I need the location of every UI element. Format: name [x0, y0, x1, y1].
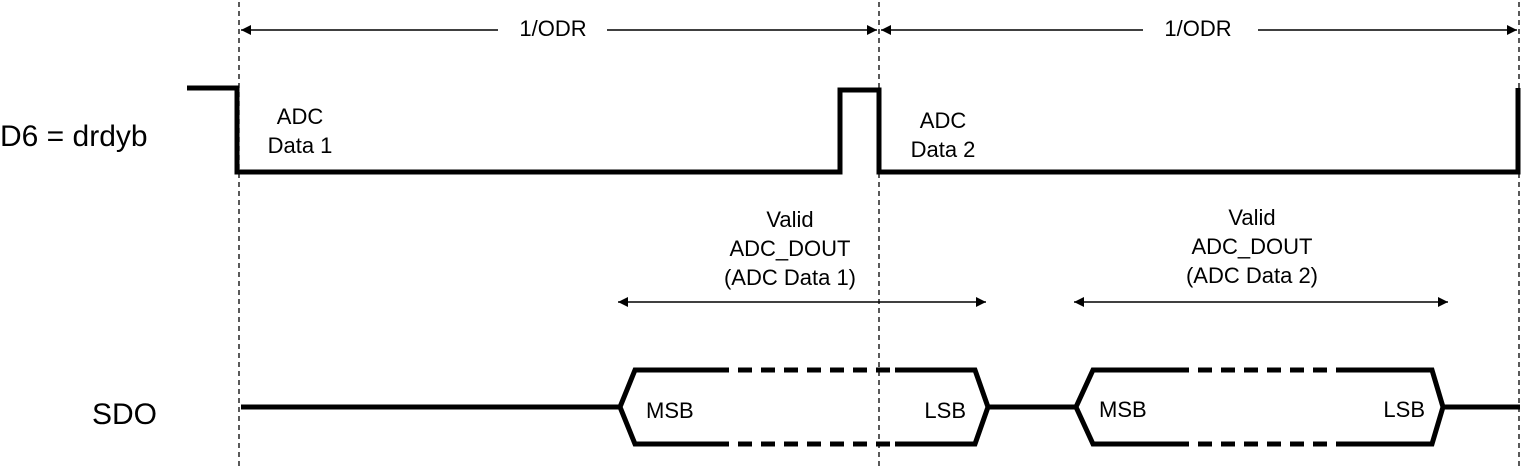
adc-data-2-annotation-line2: Data 2 — [911, 137, 976, 162]
drdyb-signal-label: D6 = drdyb — [0, 120, 148, 153]
sdo-frame-2-lsb: LSB — [1383, 397, 1425, 422]
valid-window-1-line1: Valid — [766, 207, 813, 232]
drdyb-waveform — [187, 85, 1521, 175]
period-label-1: 1/ODR — [519, 16, 586, 41]
sdo-frame-1-right-edge — [895, 367, 991, 447]
sdo-frame-1-msb: MSB — [646, 398, 694, 423]
valid-window-1-line2: ADC_DOUT — [729, 236, 850, 261]
valid-window-2-line2: ADC_DOUT — [1191, 234, 1312, 259]
sdo-frame-2-right-edge — [1345, 367, 1446, 447]
sdo-frame-1-left-edge — [617, 367, 715, 447]
adc-data-2-annotation-line1: ADC — [920, 108, 967, 133]
sdo-frame-1-lsb: LSB — [924, 398, 966, 423]
sdo-frame-2-left-edge — [1073, 367, 1175, 447]
valid-window-1-line3: (ADC Data 1) — [724, 265, 856, 290]
sdo-frame-2-msb: MSB — [1099, 397, 1147, 422]
sdo-signal-label: SDO — [92, 398, 157, 431]
period-label-2: 1/ODR — [1164, 16, 1231, 41]
adc-data-1-annotation-line2: Data 1 — [268, 133, 333, 158]
valid-window-2-line1: Valid — [1228, 205, 1275, 230]
valid-window-2-line3: (ADC Data 2) — [1186, 263, 1318, 288]
adc-data-1-annotation-line1: ADC — [277, 104, 324, 129]
